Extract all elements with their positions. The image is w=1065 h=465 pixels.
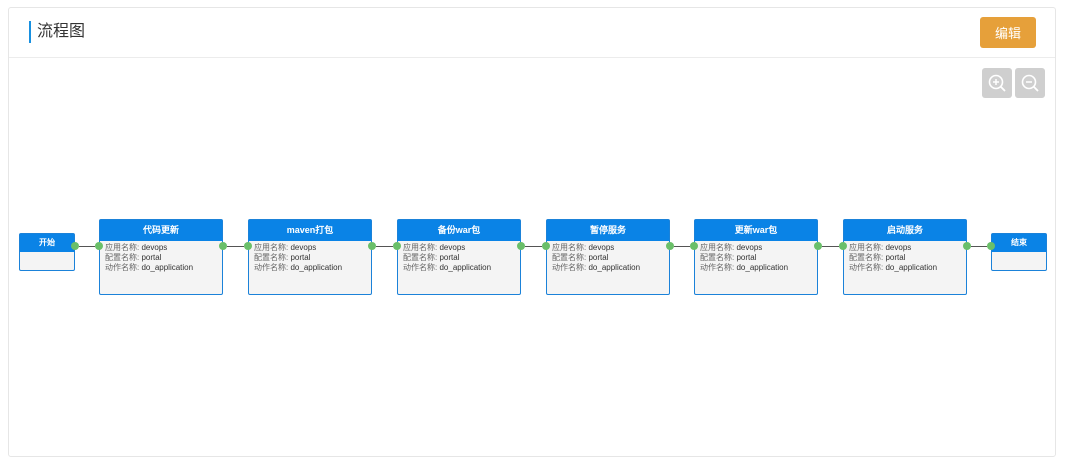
step-details: 应用名称: devops 配置名称: portal 动作名称: do_appli… bbox=[547, 241, 669, 273]
app-name-label: 应用名称: bbox=[849, 243, 884, 252]
app-name-label: 应用名称: bbox=[700, 243, 735, 252]
action-name-label: 动作名称: bbox=[849, 263, 884, 272]
output-port[interactable] bbox=[517, 242, 525, 250]
step-node-backup-war[interactable]: 备份war包 应用名称: devops 配置名称: portal 动作名称: d… bbox=[397, 219, 521, 295]
step-details: 应用名称: devops 配置名称: portal 动作名称: do_appli… bbox=[695, 241, 817, 273]
zoom-out-button[interactable] bbox=[1015, 68, 1045, 98]
output-port[interactable] bbox=[71, 242, 79, 250]
app-name-value: devops bbox=[439, 243, 466, 252]
page-title: 流程图 bbox=[37, 23, 86, 40]
edge-start-to-code-update bbox=[79, 246, 95, 247]
start-node-label: 开始 bbox=[20, 234, 74, 252]
app-name-value: devops bbox=[588, 243, 615, 252]
edge-update-to-start bbox=[822, 246, 839, 247]
action-name-label: 动作名称: bbox=[254, 263, 289, 272]
config-name-value: portal bbox=[736, 253, 757, 262]
end-node-label: 结束 bbox=[992, 234, 1046, 252]
action-name-value: do_application bbox=[290, 263, 343, 272]
action-name-value: do_application bbox=[439, 263, 492, 272]
action-name-label: 动作名称: bbox=[700, 263, 735, 272]
panel-header: 流程图 编辑 bbox=[9, 8, 1055, 58]
output-port[interactable] bbox=[963, 242, 971, 250]
step-details: 应用名称: devops 配置名称: portal 动作名称: do_appli… bbox=[844, 241, 966, 273]
action-name-value: do_application bbox=[588, 263, 641, 272]
input-port[interactable] bbox=[244, 242, 252, 250]
action-name-value: do_application bbox=[885, 263, 938, 272]
input-port[interactable] bbox=[690, 242, 698, 250]
step-details: 应用名称: devops 配置名称: portal 动作名称: do_appli… bbox=[249, 241, 371, 273]
step-title: 备份war包 bbox=[398, 220, 520, 241]
config-name-value: portal bbox=[141, 253, 162, 262]
config-name-value: portal bbox=[439, 253, 460, 262]
output-port[interactable] bbox=[368, 242, 376, 250]
start-node[interactable]: 开始 bbox=[19, 233, 75, 271]
edge-maven-to-backup bbox=[376, 246, 393, 247]
app-name-label: 应用名称: bbox=[552, 243, 587, 252]
edge-code-update-to-maven bbox=[227, 246, 244, 247]
step-title: 更新war包 bbox=[695, 220, 817, 241]
step-node-code-update[interactable]: 代码更新 应用名称: devops 配置名称: portal 动作名称: do_… bbox=[99, 219, 223, 295]
config-name-label: 配置名称: bbox=[105, 253, 140, 262]
step-title: maven打包 bbox=[249, 220, 371, 241]
edge-stop-to-update bbox=[674, 246, 690, 247]
config-name-value: portal bbox=[885, 253, 906, 262]
app-name-value: devops bbox=[885, 243, 912, 252]
edit-button[interactable]: 编辑 bbox=[980, 17, 1036, 48]
app-name-label: 应用名称: bbox=[105, 243, 140, 252]
step-node-maven-build[interactable]: maven打包 应用名称: devops 配置名称: portal 动作名称: … bbox=[248, 219, 372, 295]
input-port[interactable] bbox=[95, 242, 103, 250]
app-name-label: 应用名称: bbox=[254, 243, 289, 252]
action-name-value: do_application bbox=[141, 263, 194, 272]
action-name-label: 动作名称: bbox=[403, 263, 438, 272]
step-node-stop-service[interactable]: 暂停服务 应用名称: devops 配置名称: portal 动作名称: do_… bbox=[546, 219, 670, 295]
step-title: 代码更新 bbox=[100, 220, 222, 241]
app-name-value: devops bbox=[290, 243, 317, 252]
end-node[interactable]: 结束 bbox=[991, 233, 1047, 271]
step-node-update-war[interactable]: 更新war包 应用名称: devops 配置名称: portal 动作名称: d… bbox=[694, 219, 818, 295]
output-port[interactable] bbox=[219, 242, 227, 250]
app-name-value: devops bbox=[141, 243, 168, 252]
input-port[interactable] bbox=[542, 242, 550, 250]
zoom-in-button[interactable] bbox=[982, 68, 1012, 98]
step-title: 暂停服务 bbox=[547, 220, 669, 241]
output-port[interactable] bbox=[814, 242, 822, 250]
edge-backup-to-stop bbox=[525, 246, 542, 247]
config-name-label: 配置名称: bbox=[403, 253, 438, 262]
step-details: 应用名称: devops 配置名称: portal 动作名称: do_appli… bbox=[100, 241, 222, 273]
edge-start-service-to-end bbox=[971, 246, 987, 247]
app-name-label: 应用名称: bbox=[403, 243, 438, 252]
input-port[interactable] bbox=[987, 242, 995, 250]
input-port[interactable] bbox=[393, 242, 401, 250]
config-name-label: 配置名称: bbox=[700, 253, 735, 262]
step-details: 应用名称: devops 配置名称: portal 动作名称: do_appli… bbox=[398, 241, 520, 273]
output-port[interactable] bbox=[666, 242, 674, 250]
action-name-label: 动作名称: bbox=[552, 263, 587, 272]
config-name-label: 配置名称: bbox=[552, 253, 587, 262]
input-port[interactable] bbox=[839, 242, 847, 250]
action-name-label: 动作名称: bbox=[105, 263, 140, 272]
step-title: 启动服务 bbox=[844, 220, 966, 241]
config-name-value: portal bbox=[588, 253, 609, 262]
config-name-label: 配置名称: bbox=[254, 253, 289, 262]
app-name-value: devops bbox=[736, 243, 763, 252]
title-accent-bar bbox=[29, 21, 31, 43]
action-name-value: do_application bbox=[736, 263, 789, 272]
config-name-value: portal bbox=[290, 253, 311, 262]
config-name-label: 配置名称: bbox=[849, 253, 884, 262]
step-node-start-service[interactable]: 启动服务 应用名称: devops 配置名称: portal 动作名称: do_… bbox=[843, 219, 967, 295]
